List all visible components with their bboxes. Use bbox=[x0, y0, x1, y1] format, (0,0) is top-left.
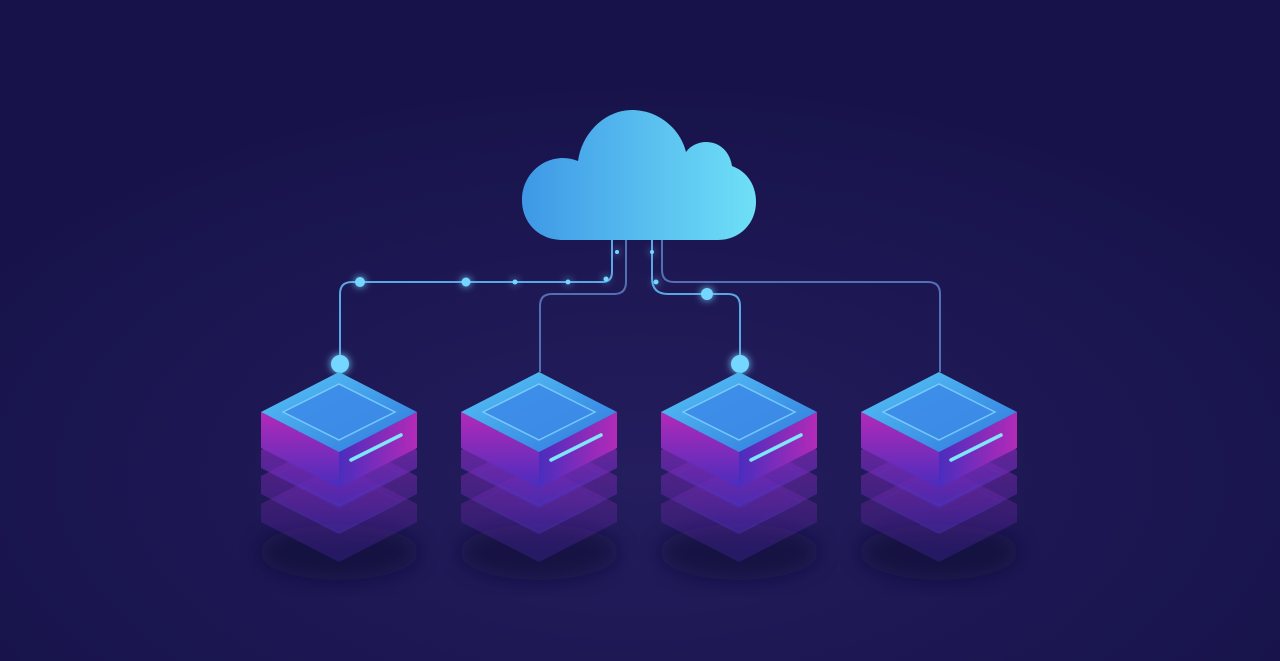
network-nodes bbox=[331, 250, 749, 373]
node-connector bbox=[731, 355, 749, 373]
node-dot bbox=[603, 276, 609, 282]
network-connections bbox=[339, 238, 941, 372]
connection-line-2 bbox=[539, 238, 627, 372]
connection-line-3 bbox=[651, 238, 741, 362]
node-dot bbox=[355, 277, 365, 287]
cloud-icon bbox=[522, 110, 756, 240]
connection-line-1 bbox=[339, 238, 613, 362]
node-dot bbox=[615, 250, 619, 254]
node-dot bbox=[565, 279, 571, 285]
server-stack-icon bbox=[259, 372, 419, 580]
node-dot bbox=[650, 250, 654, 254]
node-connector bbox=[331, 355, 349, 373]
node-dot bbox=[461, 277, 471, 287]
node-dot bbox=[653, 279, 659, 285]
server-stack-icon bbox=[859, 372, 1019, 580]
node-dot bbox=[701, 288, 713, 300]
server-stack-icon bbox=[659, 372, 819, 580]
node-dot bbox=[512, 279, 518, 285]
connection-line-4 bbox=[661, 238, 941, 372]
server-stack-icon bbox=[459, 372, 619, 580]
